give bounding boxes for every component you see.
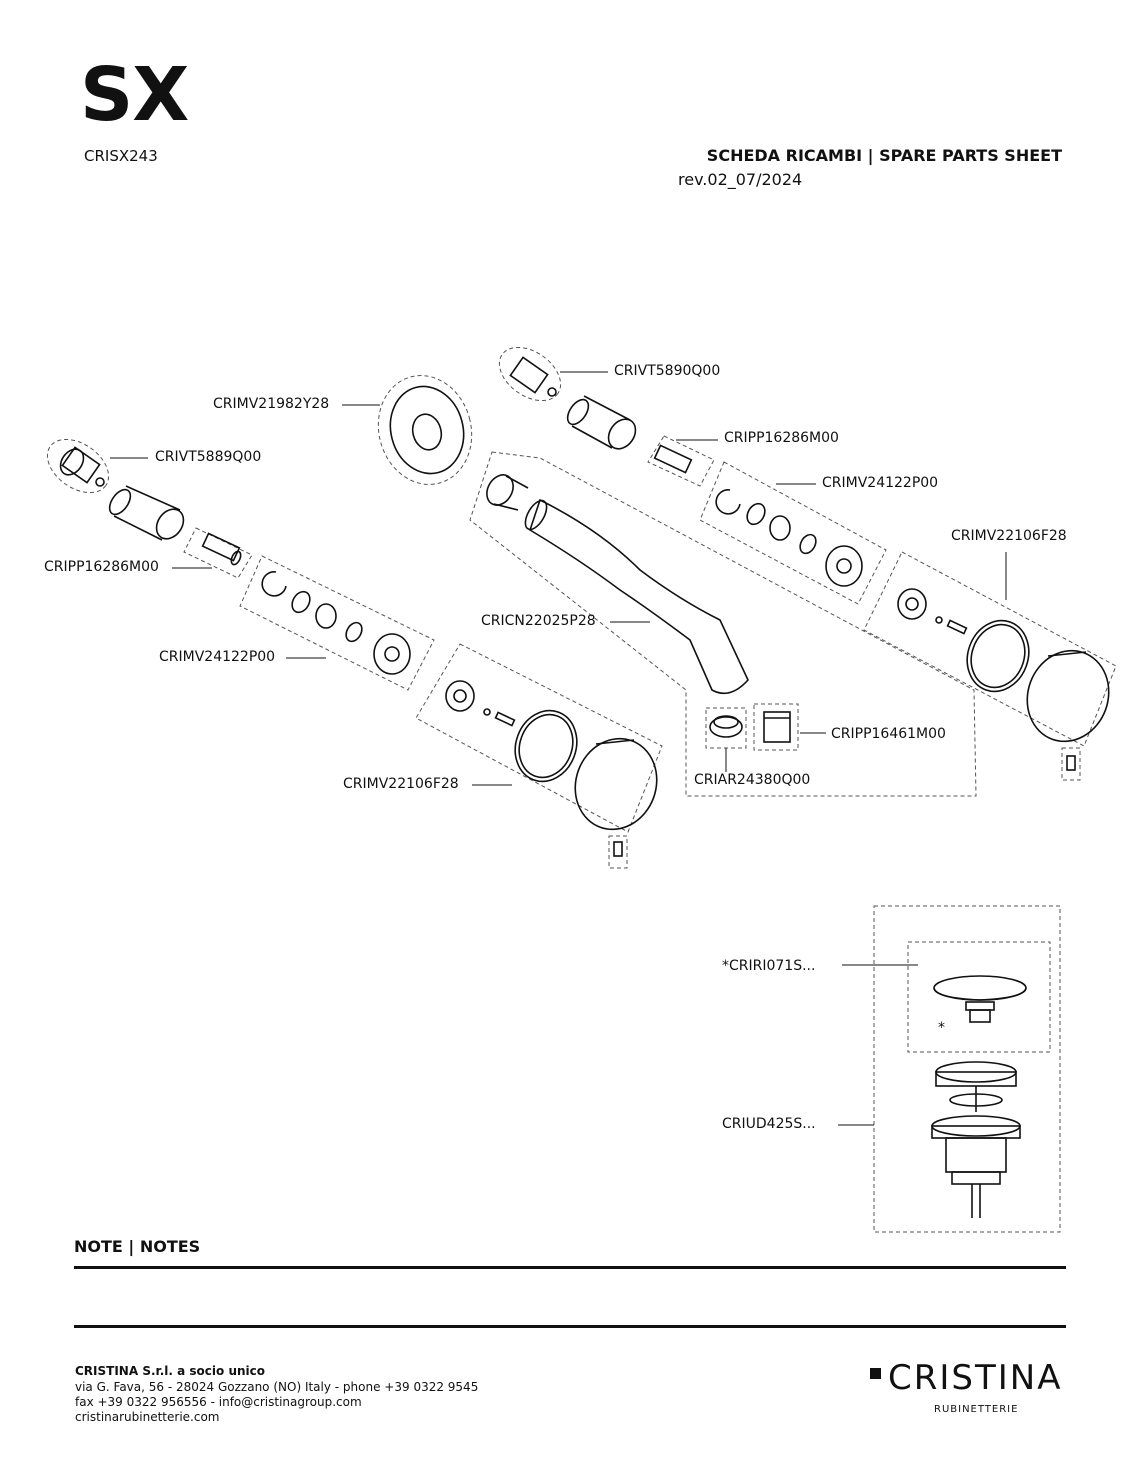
part-label: CRIVT5889Q00 [155,449,262,465]
brand-logo: CRISTINA [888,1358,1063,1398]
left-cartridge [59,446,105,487]
notes-rule-top [74,1266,1066,1269]
part-label: CRIPP16286M00 [724,430,839,446]
left-handle [445,680,658,857]
part-label: CRIMV22106F28 [343,776,459,792]
company-fax-email: fax +39 0322 956556 - info@cristinagroup… [75,1395,362,1409]
notes-rule-bottom [74,1325,1066,1328]
left-rings [261,571,411,675]
left-pin [201,532,242,566]
part-label: CRIPP16286M00 [44,559,159,575]
part-label: CRIMV24122P00 [822,475,939,491]
company-address: via G. Fava, 56 - 28024 Gozzano (NO) Ita… [75,1380,479,1394]
company-name: CRISTINA S.r.l. a socio unico [75,1364,265,1378]
brand-square-icon [870,1368,881,1379]
sheet-title: SCHEDA RICAMBI | SPARE PARTS SHEET [706,146,1062,165]
top-rings [715,489,863,587]
part-label: CRIMV21982Y28 [213,396,330,412]
top-pin [653,444,693,474]
part-label: CRICN22025P28 [481,613,596,629]
part-label: CRIPP16461M00 [831,726,946,742]
notes-title: NOTE | NOTES [74,1237,201,1256]
part-label: CRIAR24380Q00 [694,772,811,788]
waste-body [931,1061,1021,1218]
left-rosette [389,385,465,475]
model-title: SX [80,52,189,138]
part-label: CRIMV24122P00 [159,649,276,665]
product-code: CRISX243 [84,147,158,165]
top-sleeve [566,395,637,450]
part-label: *CRIRI071S... [722,958,816,974]
dashed-groups [46,346,1117,1233]
part-label: CRIMV22106F28 [951,528,1067,544]
spout [486,474,791,743]
part-label: CRIVT5890Q00 [614,363,721,379]
part-label: * [938,1020,945,1036]
revision: rev.02_07/2024 [678,170,803,189]
waste-plug [933,975,1027,1023]
company-website: cristinarubinetterie.com [75,1410,220,1424]
top-cartridge [509,356,557,397]
part-label: CRIUD425S... [722,1116,816,1132]
brand-subtitle: RUBINETTERIE [934,1404,1019,1415]
right-handle [897,588,1110,771]
leader-lines [110,371,1007,1126]
left-sleeve [108,485,185,541]
